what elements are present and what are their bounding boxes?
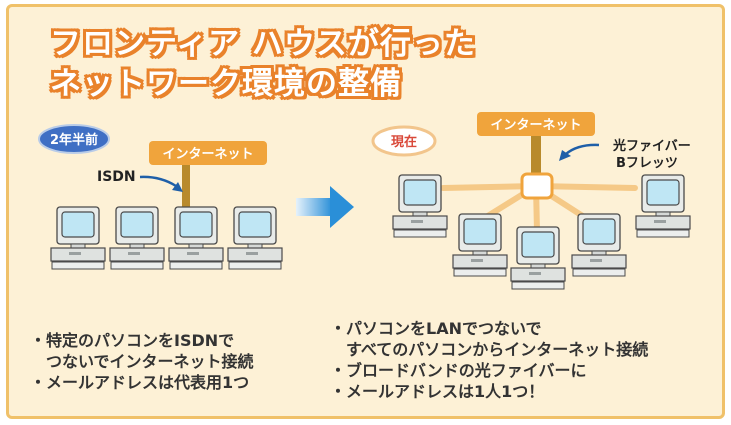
title-line-1: フロンティア ハウスが行った bbox=[50, 26, 476, 62]
before-pc-3 bbox=[168, 206, 224, 270]
after-section: 現在 インターネット 光ファイバー Bフレッツ bbox=[371, 112, 691, 290]
before-isdn-line bbox=[182, 163, 190, 207]
before-bullet-3: ・メールアドレスは代表用1つ bbox=[30, 373, 250, 392]
before-isdn-label: ISDN bbox=[97, 169, 136, 185]
title-line-2: ネットワーク環境の整備 bbox=[50, 66, 402, 102]
before-bullet-1: ・特定のパソコンをISDNで bbox=[30, 331, 235, 350]
lan-hub bbox=[520, 172, 554, 200]
before-internet-box bbox=[149, 141, 267, 165]
after-pointer-arrowhead bbox=[559, 150, 571, 161]
before-pointer-arrowhead bbox=[172, 182, 183, 192]
before-badge-shape bbox=[38, 124, 110, 154]
before-pc-1 bbox=[50, 206, 106, 270]
after-pc-lower-left bbox=[452, 213, 508, 277]
after-bullet-4: ・メールアドレスは1人1つ！ bbox=[330, 382, 545, 401]
after-pc-bottom bbox=[510, 226, 566, 290]
after-fiber-label-2: Bフレッツ bbox=[616, 156, 678, 171]
after-bullet-list: ・パソコンをLANでつないで すべてのパソコンからインターネット接続 ・ブロード… bbox=[330, 318, 648, 402]
after-bullet-3: ・ブロードバンドの光ファイバーに bbox=[330, 361, 587, 380]
before-bullet-list: ・特定のパソコンをISDNで つないでインターネット接続 ・メールアドレスは代表… bbox=[30, 330, 254, 393]
before-internet-label: インターネット bbox=[162, 147, 253, 162]
after-badge-label: 現在 bbox=[391, 134, 417, 150]
after-badge-shape bbox=[371, 125, 437, 157]
after-internet-box bbox=[477, 112, 595, 136]
after-fiber-line bbox=[531, 134, 541, 176]
after-pc-lower-right bbox=[571, 213, 627, 277]
after-bullet-2: すべてのパソコンからインターネット接続 bbox=[330, 340, 649, 359]
before-section: 2年半前 インターネット ISDN bbox=[38, 124, 283, 270]
after-pc-right bbox=[635, 174, 691, 238]
after-bullet-1: ・パソコンをLANでつないで bbox=[330, 319, 542, 338]
after-pc-left bbox=[392, 174, 448, 238]
transition-arrow bbox=[296, 186, 354, 228]
before-badge-label: 2年半前 bbox=[50, 132, 98, 148]
before-pc-2 bbox=[109, 206, 165, 270]
before-pc-4 bbox=[227, 206, 283, 270]
before-pointer-arrow bbox=[139, 175, 177, 188]
after-pointer-arrow bbox=[565, 143, 600, 155]
after-fiber-label-1: 光ファイバー bbox=[612, 138, 691, 154]
before-bullet-2: つないでインターネット接続 bbox=[30, 352, 254, 371]
after-internet-label: インターネット bbox=[490, 118, 581, 133]
